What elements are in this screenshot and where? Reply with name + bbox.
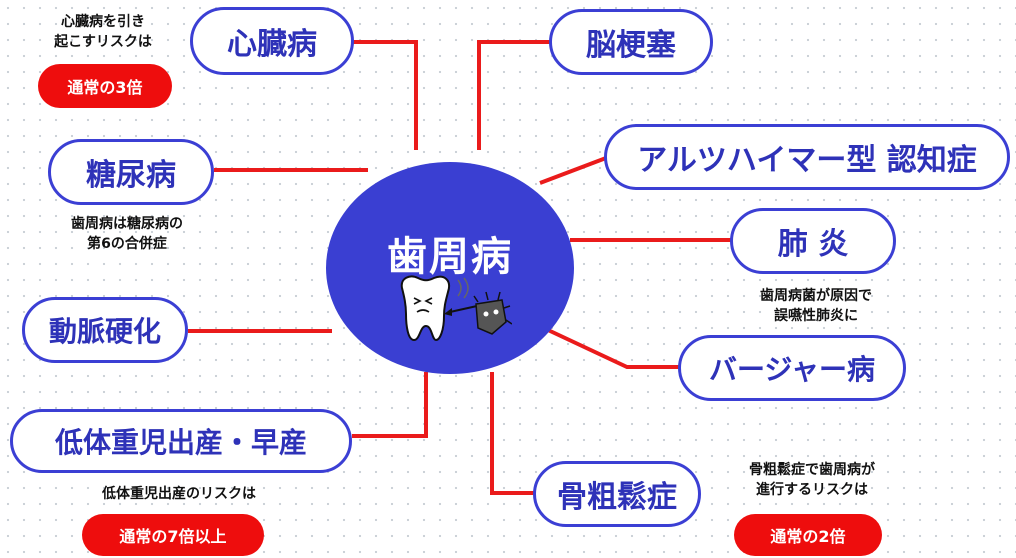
node-low-birth-weight: 低体重児出産・早産 (10, 409, 352, 473)
node-stroke: 脳梗塞 (549, 9, 713, 75)
tooth-icon (400, 275, 450, 342)
node-diabetes-label: 糖尿病 (86, 158, 176, 193)
connector-low-birth (352, 372, 428, 438)
badge-low-birth-risk-label: 通常の7倍以上 (119, 527, 227, 546)
center-node: 歯周病 (326, 162, 574, 374)
note-low-birth: 低体重児出産のリスクは (54, 484, 304, 504)
node-burger-disease: バージャー病 (678, 335, 906, 401)
note-heart-line2: 起こすリスクは (54, 34, 152, 50)
bacteria-icon (473, 291, 512, 335)
node-alzheimers-label: アルツハイマー型 認知症 (637, 143, 977, 178)
node-arteriosclerosis: 動脈硬化 (22, 297, 188, 363)
note-heart-line1: 心臓病を引き (61, 14, 145, 30)
badge-heart-risk: 通常の3倍 (38, 64, 172, 108)
note-diabetes-line2: 第6の合併症 (87, 236, 167, 252)
node-arteriosclerosis-label: 動脈硬化 (48, 315, 161, 348)
node-heart-disease-label: 心臓病 (227, 27, 317, 62)
badge-osteoporosis-risk: 通常の2倍 (734, 514, 882, 556)
node-low-birth-weight-label: 低体重児出産・早産 (54, 426, 307, 459)
tooth-illustration (400, 275, 512, 342)
note-diabetes: 歯周病は糖尿病の 第6の合併症 (32, 214, 222, 254)
note-heart: 心臓病を引き 起こすリスクは (28, 12, 178, 52)
node-pneumonia-label: 肺 炎 (777, 227, 849, 262)
center-title: 歯周病 (387, 234, 513, 280)
connector-alzheimers (539, 156, 607, 185)
node-burger-disease-label: バージャー病 (708, 353, 876, 386)
node-osteoporosis-label: 骨粗鬆症 (557, 480, 677, 515)
badge-osteoporosis-risk-label: 通常の2倍 (770, 527, 846, 546)
note-pneumonia-line2: 誤嚥性肺炎に (774, 308, 858, 324)
node-stroke-label: 脳梗塞 (586, 28, 676, 63)
node-alzheimers: アルツハイマー型 認知症 (604, 124, 1010, 190)
connector-stroke (477, 40, 550, 150)
note-low-birth-line1: 低体重児出産のリスクは (102, 486, 256, 502)
note-osteoporosis: 骨粗鬆症で歯周病が 進行するリスクは (712, 460, 912, 500)
connector-heart (353, 40, 418, 150)
node-heart-disease: 心臓病 (190, 7, 354, 75)
note-osteoporosis-line2: 進行するリスクは (756, 482, 868, 498)
note-diabetes-line1: 歯周病は糖尿病の (71, 216, 183, 232)
node-diabetes: 糖尿病 (48, 139, 214, 205)
note-pneumonia-line1: 歯周病菌が原因で (760, 288, 872, 304)
node-pneumonia: 肺 炎 (730, 208, 896, 274)
connector-osteoporosis (490, 372, 535, 495)
note-osteoporosis-line1: 骨粗鬆症で歯周病が (749, 462, 875, 478)
connector-burger (547, 328, 680, 369)
badge-low-birth-risk: 通常の7倍以上 (82, 514, 264, 556)
note-pneumonia: 歯周病菌が原因で 誤嚥性肺炎に (718, 286, 914, 326)
badge-heart-risk-label: 通常の3倍 (67, 78, 143, 97)
node-osteoporosis: 骨粗鬆症 (533, 461, 701, 527)
